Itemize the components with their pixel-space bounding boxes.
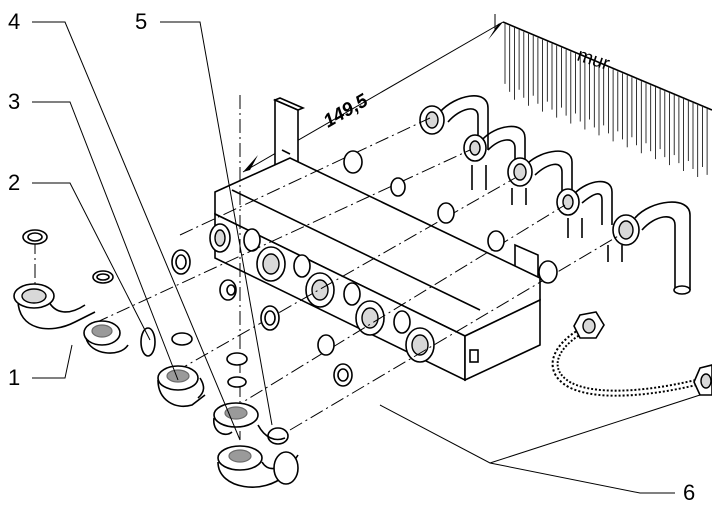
wall-pipe-2 bbox=[463, 125, 526, 190]
siphon-elbow-1 bbox=[13, 283, 156, 357]
flexible-hose bbox=[551, 311, 712, 397]
dimension-value: 149,5 bbox=[320, 90, 372, 132]
callout-3: 3 bbox=[8, 89, 21, 114]
siphon-elbow-3 bbox=[157, 365, 206, 407]
callout-5: 5 bbox=[135, 9, 148, 34]
siphon-elbow-5 bbox=[217, 445, 299, 488]
callout-2: 2 bbox=[8, 170, 21, 195]
block-fittings bbox=[209, 223, 435, 363]
callout-leaders bbox=[32, 21, 701, 494]
siphon-elbow-4 bbox=[213, 402, 289, 445]
callout-6: 6 bbox=[683, 480, 696, 505]
wall-pipe-5 bbox=[607, 201, 691, 295]
gasket-rings bbox=[22, 150, 558, 388]
callout-4: 4 bbox=[8, 9, 21, 34]
wall-pipe-1 bbox=[419, 95, 489, 150]
callout-1: 1 bbox=[8, 365, 21, 390]
wall-hatching bbox=[502, 21, 712, 177]
wall-pipe-4 bbox=[556, 180, 613, 238]
